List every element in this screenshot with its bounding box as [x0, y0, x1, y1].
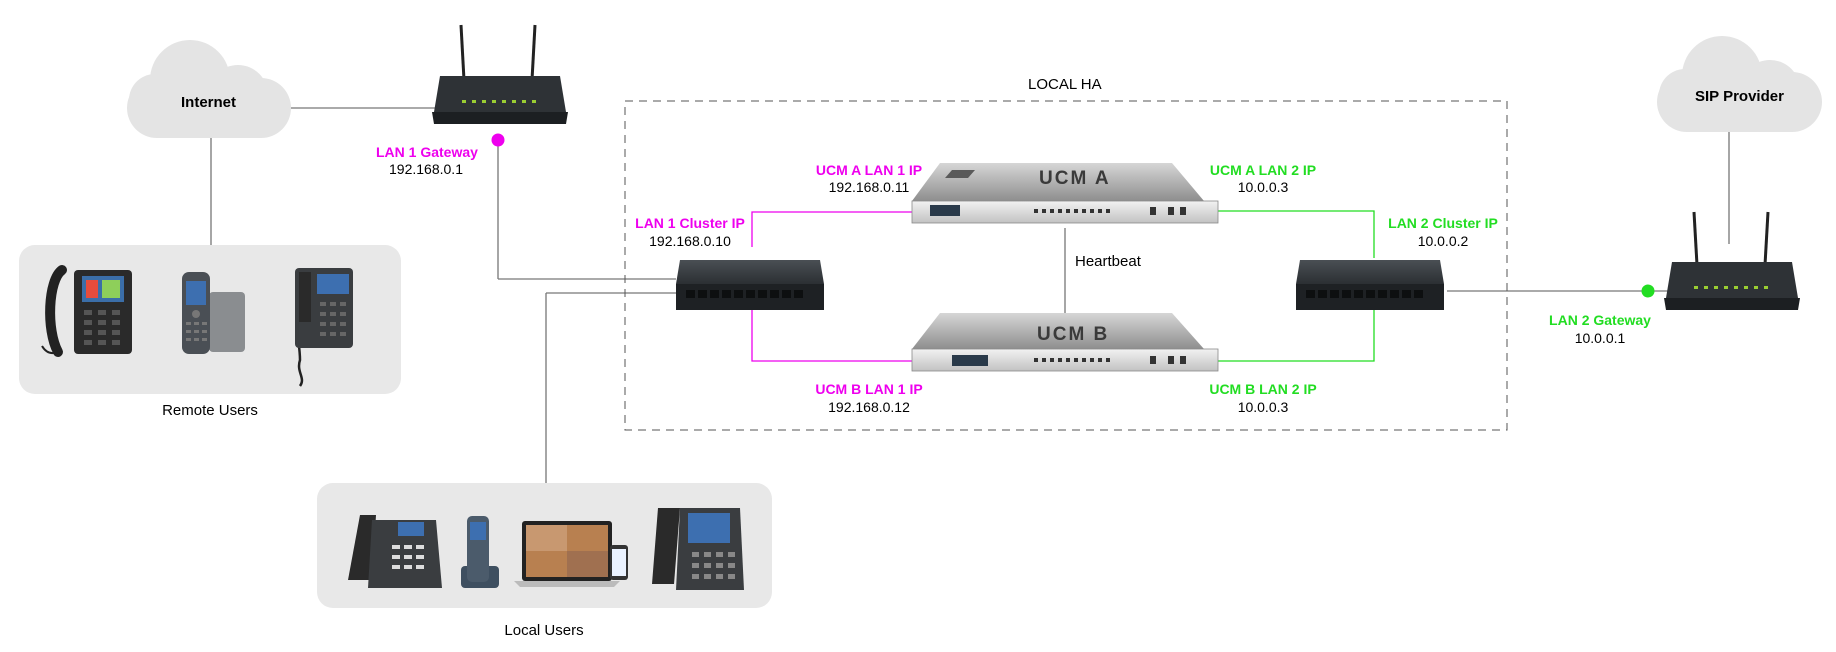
- laptop-icon: [514, 521, 628, 587]
- lan1-gateway-dot: [491, 133, 505, 147]
- lan2-cluster-title: LAN 2 Cluster IP: [1388, 215, 1498, 231]
- sip-provider-cloud-label: SIP Provider: [1695, 88, 1784, 105]
- local-users-caption: Local Users: [504, 622, 584, 639]
- lan2-switch: [1296, 260, 1444, 310]
- ucm-b-lan2-title: UCM B LAN 2 IP: [1209, 381, 1317, 397]
- internet-cloud: [127, 40, 291, 138]
- ucm-b-lan2-ip: 10.0.0.3: [1237, 399, 1289, 415]
- lan1-cluster-ip: 192.168.0.10: [649, 233, 731, 249]
- lan1-gateway-title: LAN 1 Gateway: [376, 144, 478, 160]
- sip-provider-cloud: [1657, 36, 1822, 132]
- sip-router: [1664, 211, 1800, 310]
- local-ha-boundary: [624, 100, 1508, 431]
- ucm-a-device: [911, 163, 1219, 224]
- desk-phone-icon: [41, 265, 132, 357]
- internet-cloud-label: Internet: [181, 94, 237, 111]
- lan2-gateway-ip: 10.0.0.1: [1574, 330, 1626, 346]
- lan2-gateway-dot: [1641, 284, 1655, 298]
- lan1-cluster-title: LAN 1 Cluster IP: [635, 215, 745, 231]
- lan2-cluster-ip: 10.0.0.2: [1417, 233, 1469, 249]
- ucm-a-lan2-title: UCM A LAN 2 IP: [1209, 162, 1317, 178]
- video-phone-icon: [652, 508, 744, 590]
- connection-lines: [210, 107, 1730, 483]
- ucm-a-lan1-title: UCM A LAN 1 IP: [815, 162, 923, 178]
- cordless-phone-icon: [182, 272, 245, 354]
- ucm-b-device: [911, 313, 1219, 372]
- heartbeat-label: Heartbeat: [1075, 253, 1141, 270]
- ucm-a-lan2-ip: 10.0.0.3: [1237, 179, 1289, 195]
- remote-users-caption: Remote Users: [162, 402, 258, 419]
- lan2-gateway-title: LAN 2 Gateway: [1549, 312, 1651, 328]
- lan1-gateway-ip: 192.168.0.1: [389, 161, 463, 177]
- local-ha-title: LOCAL HA: [1028, 76, 1102, 93]
- ucm-a-lan1-ip: 192.168.0.11: [828, 179, 910, 195]
- ip-phone-icon: [348, 515, 442, 588]
- ucm-b-lan1-title: UCM B LAN 1 IP: [815, 381, 923, 397]
- ucm-b-lan1-ip: 192.168.0.12: [828, 399, 910, 415]
- wall-phone-icon: [295, 268, 353, 387]
- ucm-b-name: UCM B: [1037, 324, 1110, 345]
- internet-router: [432, 24, 568, 124]
- ucm-a-name: UCM A: [1039, 168, 1111, 189]
- lan1-switch: [676, 260, 824, 310]
- dect-handset-icon: [461, 516, 499, 588]
